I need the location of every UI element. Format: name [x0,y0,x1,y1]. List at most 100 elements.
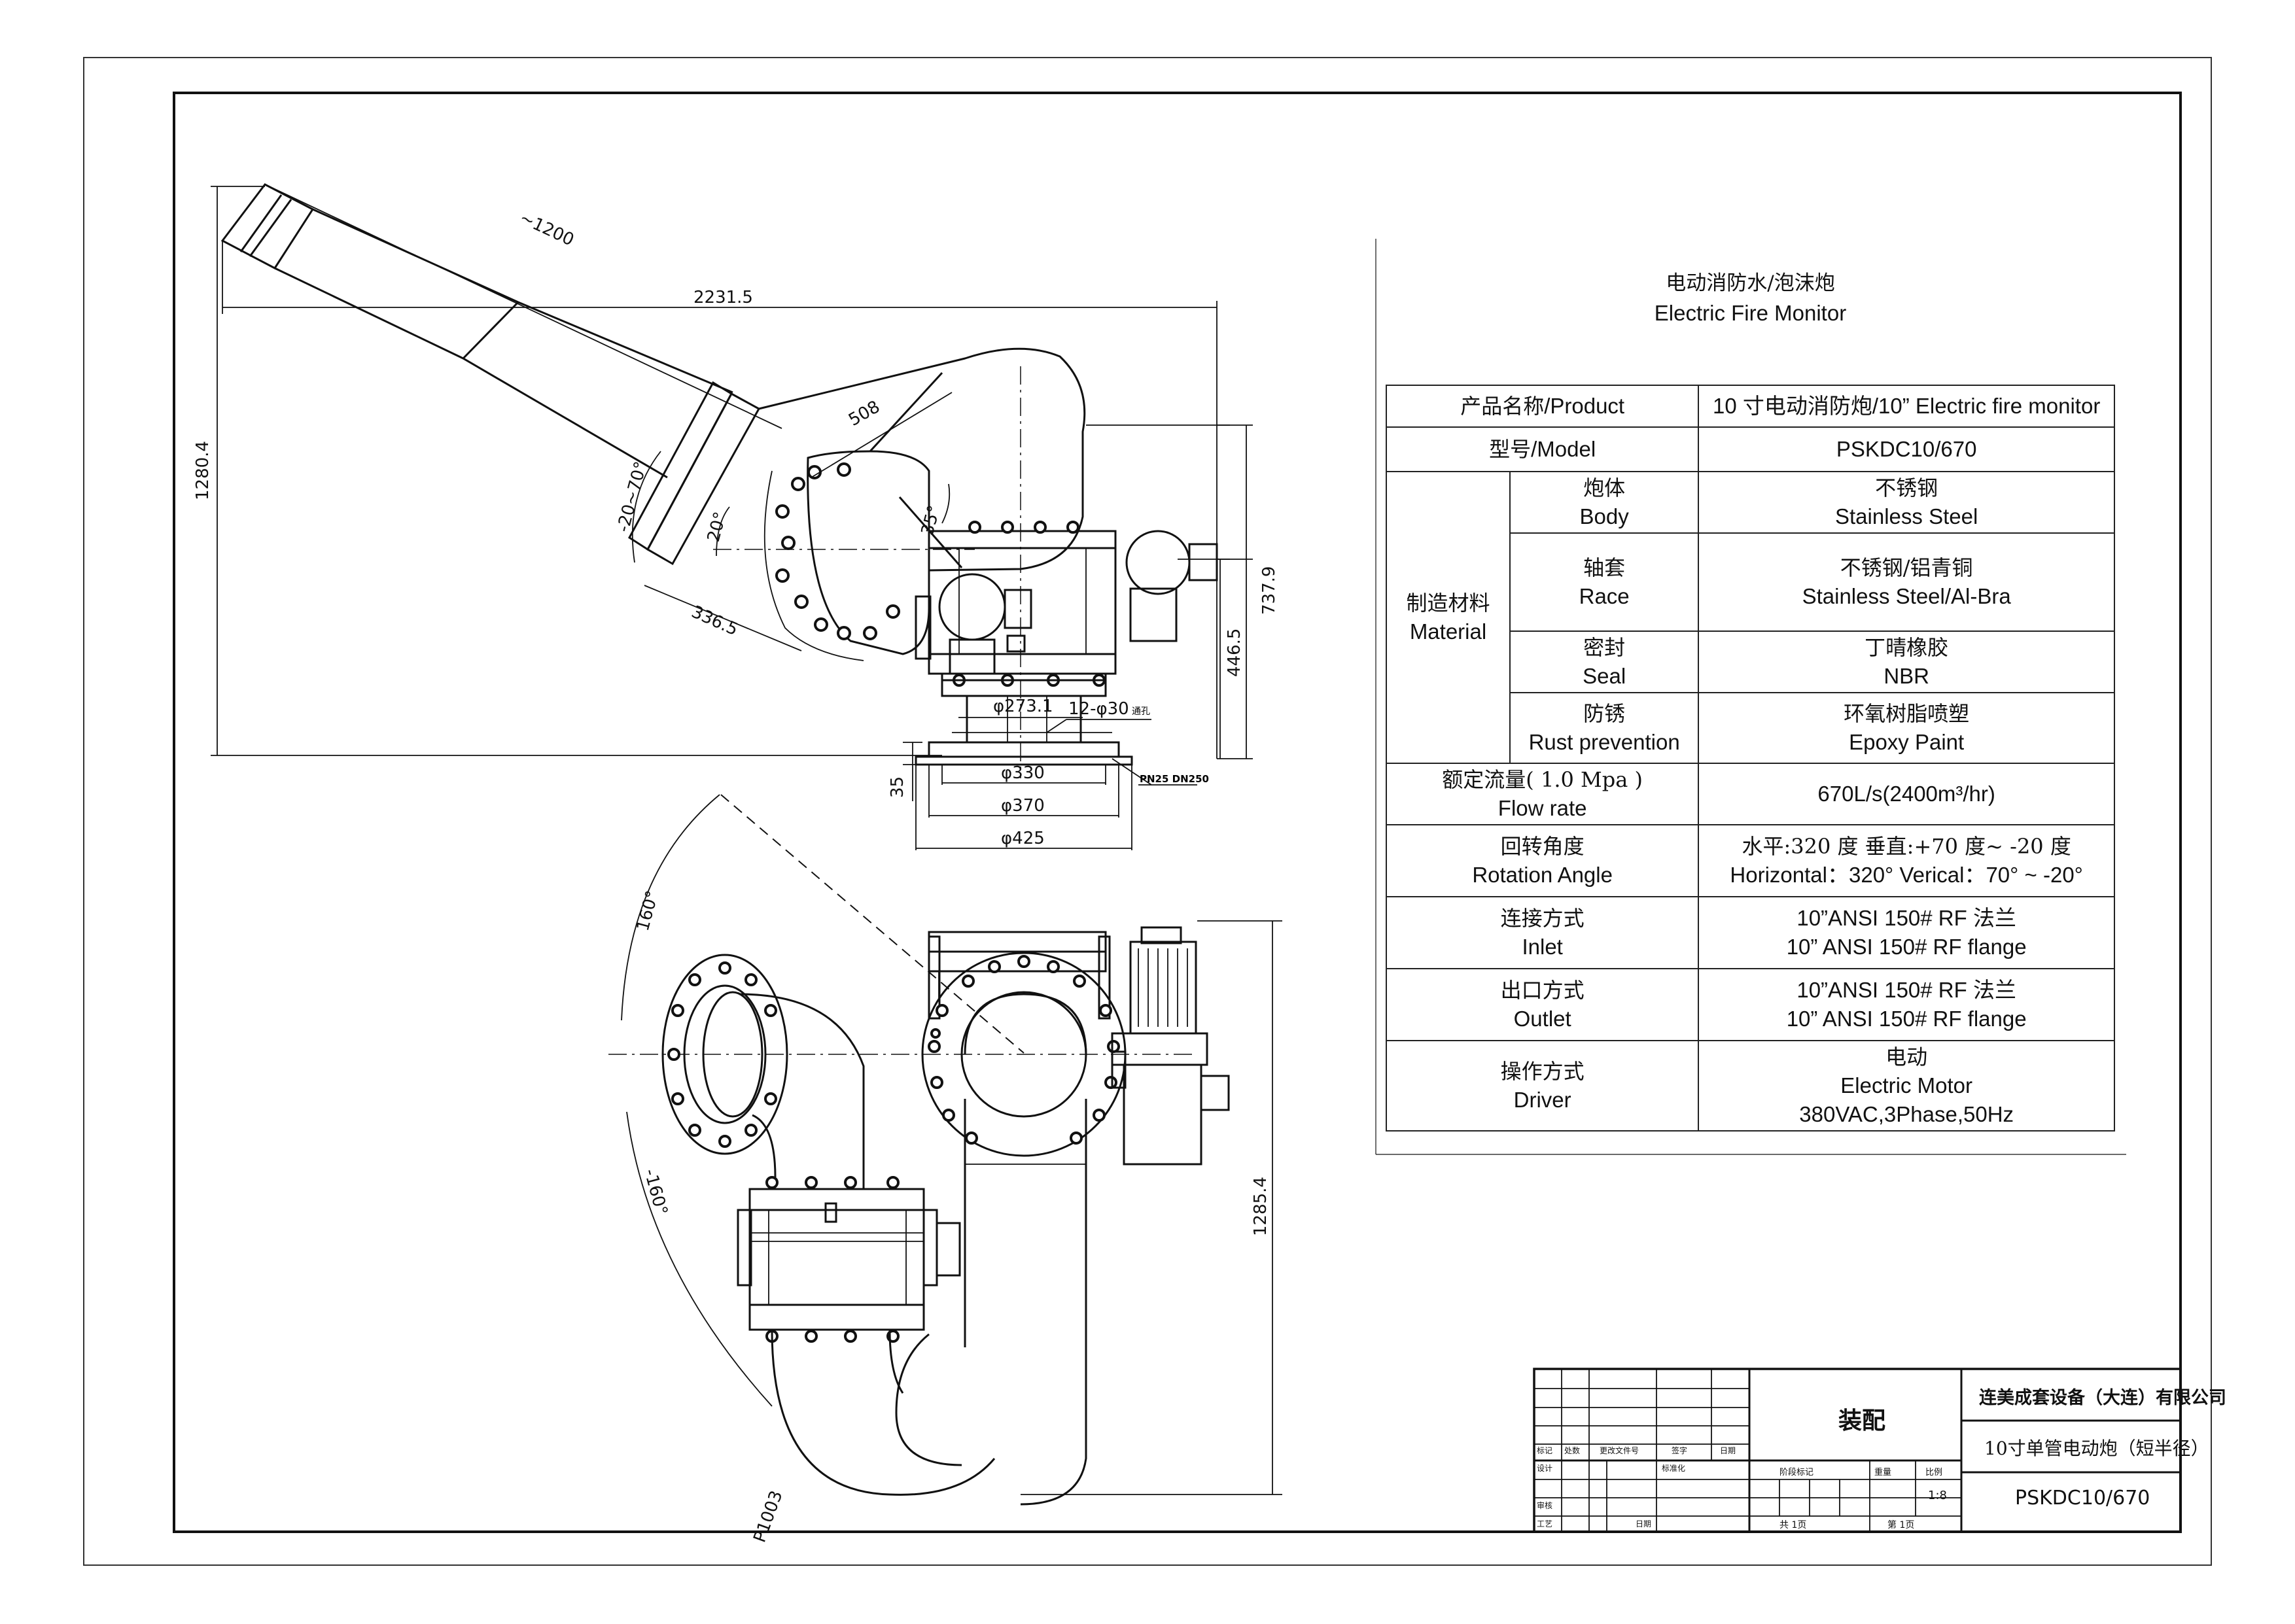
flow-value: 670L/s(2400m³/hr) [1698,763,2115,825]
rotation-value-en: Horizontal：320° Verical：70° ~ -20° [1730,863,2083,887]
title-block: 连美成套设备（大连）有限公司 10寸单管电动炮（短半径） PSKDC10/670… [1534,1369,2246,1531]
dimension-labels-top: ~1200 2231.5 1280.4 508 737.9 446.5 336.… [193,208,1279,848]
value-en: Epoxy Paint [1849,730,1965,754]
dim-1200: ~1200 [516,208,576,250]
dim-angle-range: -20~70° [614,459,652,534]
inlet-label-en: Inlet [1522,935,1563,959]
tb-date2: 日期 [1636,1519,1652,1529]
outlet-value-zh: 10”ANSI 150# RF 法兰 [1796,978,2016,1002]
dim-holes-suffix: 通孔 [1132,706,1150,717]
value-zh: 丁晴橡胶 [1865,635,1949,660]
product-label-zh: 产品名称 [1460,394,1545,419]
value-zh: 不锈钢 [1875,475,1938,500]
row-material-race: 轴套 Race 不锈钢/铝青铜 Stainless Steel/Al-Bra [1386,532,2115,632]
dim-2231: 2231.5 [693,288,753,307]
driver-label-zh: 操作方式 [1500,1059,1585,1084]
model-value: PSKDC10/670 [1698,426,2115,472]
part-en: Race [1579,584,1630,608]
value-en: Stainless Steel/Al-Bra [1802,584,2011,608]
tb-file: 更改文件号 [1600,1446,1639,1455]
rotation-label-en: Rotation Angle [1472,863,1613,887]
part-zh: 防锈 [1583,701,1626,726]
plan-view [608,794,1282,1506]
part-zh: 密封 [1583,635,1626,660]
driver-label-en: Driver [1513,1088,1571,1112]
dim-phi330: φ330 [1001,763,1045,783]
tb-std: 标准化 [1662,1464,1686,1473]
scale-value: 1:8 [1928,1489,1947,1502]
tb-count: 处数 [1564,1446,1581,1455]
model-label-zh: 型号 [1489,437,1532,462]
model-label-en: /Model [1531,437,1596,461]
drawing-number: PSKDC10/670 [2015,1487,2150,1510]
row-material-rust: 防锈 Rust prevention 环氧树脂喷塑 Epoxy Paint [1386,692,2115,764]
part-zh: 轴套 [1583,555,1626,580]
row-material-seal: 密封 Seal 丁晴橡胶 NBR [1386,631,2115,693]
inlet-label-zh: 连接方式 [1500,906,1585,931]
material-group-zh: 制造材料 [1406,591,1490,615]
spec-title-en: Electric Fire Monitor [1654,301,1847,325]
flow-label-zh: 额定流量( 1.0 Mpa ) [1442,767,1643,792]
tb-date: 日期 [1720,1446,1736,1455]
part-en: Rust prevention [1528,730,1680,754]
part-en: Seal [1583,664,1626,688]
value-en: NBR [1883,664,1929,688]
outlet-label-en: Outlet [1513,1007,1571,1031]
spec-title-zh: 电动消防水/泡沫炮 [1666,271,1835,295]
tb-review: 审核 [1537,1501,1553,1510]
dim-phi273: φ273.1 [993,697,1053,716]
tb-ratio: 比例 [1925,1468,1943,1477]
tb-mark: 标记 [1537,1446,1553,1455]
outlet-label-zh: 出口方式 [1500,978,1585,1003]
dimension-labels-plan: 160° -160° 1285.4 P1003 [633,889,1270,1546]
row-material-body: 制造材料 Material 炮体 Body 不锈钢 Stainless Steel [1386,471,2115,764]
dim-508: 508 [845,397,883,430]
driver-value-en: Electric Motor [1840,1073,1973,1097]
inner-border [173,92,2182,1533]
tb-sign: 签字 [1672,1446,1688,1455]
dim-holes: 12-φ30 [1068,699,1129,719]
tb-weight: 重量 [1874,1468,1892,1477]
material-group-en: Material [1409,619,1487,644]
part-zh: 炮体 [1583,475,1626,500]
row-rotation: 回转角度 Rotation Angle 水平:320 度 垂直:+70 度~ -2… [1385,824,2115,897]
side-elevation-view [211,183,1253,850]
dim-35: 35 [888,776,907,798]
rotation-label-zh: 回转角度 [1500,834,1585,859]
spec-title: 电动消防水/泡沫炮 Electric Fire Monitor [1386,268,2115,328]
dim-737: 737.9 [1259,566,1279,615]
tb-sheet: 第 1页 [1887,1520,1915,1530]
tb-process: 工艺 [1537,1519,1553,1529]
spec-table: 产品名称/Product 10 寸电动消防炮/10” Electric fire… [1385,385,2115,1132]
dim-1280: 1280.4 [193,441,213,500]
dim-336: 336.5 [688,602,741,640]
value-zh: 环氧树脂喷塑 [1844,701,1970,726]
dim-35deg: 35° [918,504,945,538]
dim-20deg: 20° [704,510,731,544]
drawing-name: 10寸单管电动炮（短半径） [1984,1438,2209,1459]
dim-pn: PN25 DN250 [1140,773,1209,785]
product-value: 10 寸电动消防炮/10” Electric fire monitor [1698,385,2115,428]
rotation-value-zh: 水平:320 度 垂直:+70 度~ -20 度 [1742,834,2071,859]
dim-phi370: φ370 [1001,796,1045,816]
value-en: Stainless Steel [1835,504,1978,528]
inlet-value-zh: 10”ANSI 150# RF 法兰 [1796,906,2016,930]
row-product: 产品名称/Product 10 寸电动消防炮/10” Electric fire… [1385,385,2115,428]
product-label-en: /Product [1544,394,1625,418]
dim-r1003: P1003 [750,1488,786,1545]
part-en: Body [1579,504,1629,528]
row-model: 型号/Model PSKDC10/670 [1385,426,2115,472]
row-flow: 额定流量( 1.0 Mpa ) Flow rate 670L/s(2400m³/h… [1385,763,2115,825]
tb-total: 共 1页 [1779,1520,1807,1530]
value-zh: 不锈钢/铝青铜 [1840,555,1973,580]
company-name: 连美成套设备（大连）有限公司 [1979,1388,2226,1408]
flow-label-en: Flow rate [1498,796,1587,820]
tb-design: 设计 [1537,1464,1553,1473]
title-block-grid [1533,1368,2182,1533]
driver-value-zh: 电动 [1885,1045,1928,1069]
dim-446: 446.5 [1225,629,1244,677]
dim-phi425: φ425 [1001,829,1045,848]
